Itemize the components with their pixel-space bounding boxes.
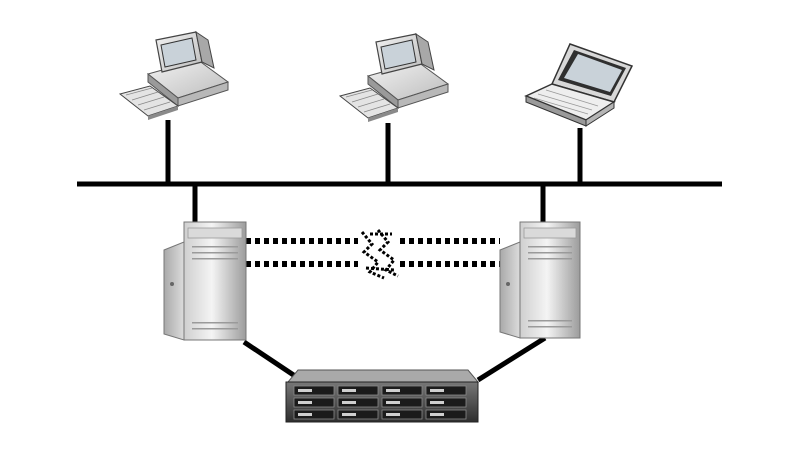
link-server-2-storage [476, 335, 547, 383]
rack-storage-array-icon [285, 369, 480, 423]
tower-server-icon [163, 221, 247, 341]
tower-server-icon [499, 221, 581, 339]
desktop-computer-icon [338, 32, 450, 122]
laptop-icon [524, 43, 634, 127]
lightning-break-icon [360, 229, 399, 280]
link-server-1-storage [242, 339, 300, 381]
desktop-computer-icon [118, 30, 230, 120]
